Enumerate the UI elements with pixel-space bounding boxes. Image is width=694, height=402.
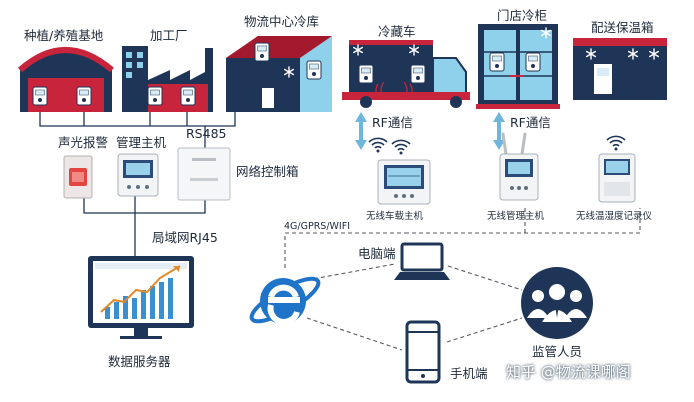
people-icon <box>521 267 593 339</box>
thermometer-sensor-icon <box>254 42 270 62</box>
label-farm: 种植/养殖基地 <box>24 28 104 43</box>
label-rs485: RS485 <box>186 126 227 141</box>
thermometer-sensor-icon <box>76 86 92 106</box>
store-freezer <box>476 24 560 109</box>
smartphone-icon <box>405 320 441 384</box>
thermometer-sensor-icon <box>180 86 196 106</box>
label-manager: 监管人员 <box>532 344 583 359</box>
label-car-host: 无线车载主机 <box>366 211 424 222</box>
wifi-signal-icon <box>606 135 626 152</box>
wireless-management-host <box>499 132 539 201</box>
label-lan: 局域网RJ45 <box>152 230 218 245</box>
wifi-signal-icon <box>368 137 388 154</box>
double-arrow-icon <box>493 112 505 150</box>
label-host: 管理主机 <box>116 135 167 150</box>
double-arrow-icon <box>355 112 367 150</box>
label-recorder: 无线温湿度记录仪 <box>576 211 653 222</box>
wireless-vehicle-host <box>377 139 431 205</box>
ie-browser-icon <box>249 276 321 325</box>
label-store: 门店冷柜 <box>497 8 548 23</box>
delivery-box <box>573 38 667 100</box>
label-wifi-host: 无线管理主机 <box>487 211 545 222</box>
thermometer-sensor-icon <box>32 86 48 106</box>
wifi-signal-icon <box>391 139 411 156</box>
refrigerated-truck <box>342 40 470 108</box>
data-server <box>88 256 194 339</box>
management-host <box>117 153 159 197</box>
top-wiring <box>39 108 236 258</box>
sound-light-alarm <box>63 155 93 199</box>
logistics-warehouse <box>226 36 332 112</box>
label-truck: 冷藏车 <box>378 24 416 39</box>
label-netbox: 网络控制箱 <box>236 164 299 179</box>
label-wireless: 4G/GPRS/WIFI <box>284 221 350 232</box>
network-links <box>284 206 641 351</box>
label-pc: 电脑端 <box>358 246 396 261</box>
laptop-icon <box>394 242 450 280</box>
thermometer-sensor-icon <box>525 52 541 72</box>
label-server: 数据服务器 <box>108 354 171 369</box>
thermometer-sensor-icon <box>489 52 505 72</box>
label-rf1: RF通信 <box>372 115 413 130</box>
network-control-box <box>177 147 231 201</box>
label-phone: 手机端 <box>450 366 488 381</box>
label-alarm: 声光报警 <box>58 135 109 150</box>
label-logistics: 物流中心冷库 <box>244 14 320 29</box>
factory-building <box>122 46 213 112</box>
label-box: 配送保温箱 <box>591 20 654 35</box>
watermark: 知乎 @物流课哪阁 <box>506 363 631 381</box>
label-rf2: RF通信 <box>510 115 551 130</box>
label-factory: 加工厂 <box>150 28 188 43</box>
wireless-recorder <box>598 135 636 203</box>
thermometer-sensor-icon <box>358 64 374 84</box>
thermometer-sensor-icon <box>147 86 163 106</box>
thermometer-sensor-icon <box>306 60 322 80</box>
thermometer-sensor-icon <box>410 64 426 84</box>
farm-building <box>18 47 114 112</box>
